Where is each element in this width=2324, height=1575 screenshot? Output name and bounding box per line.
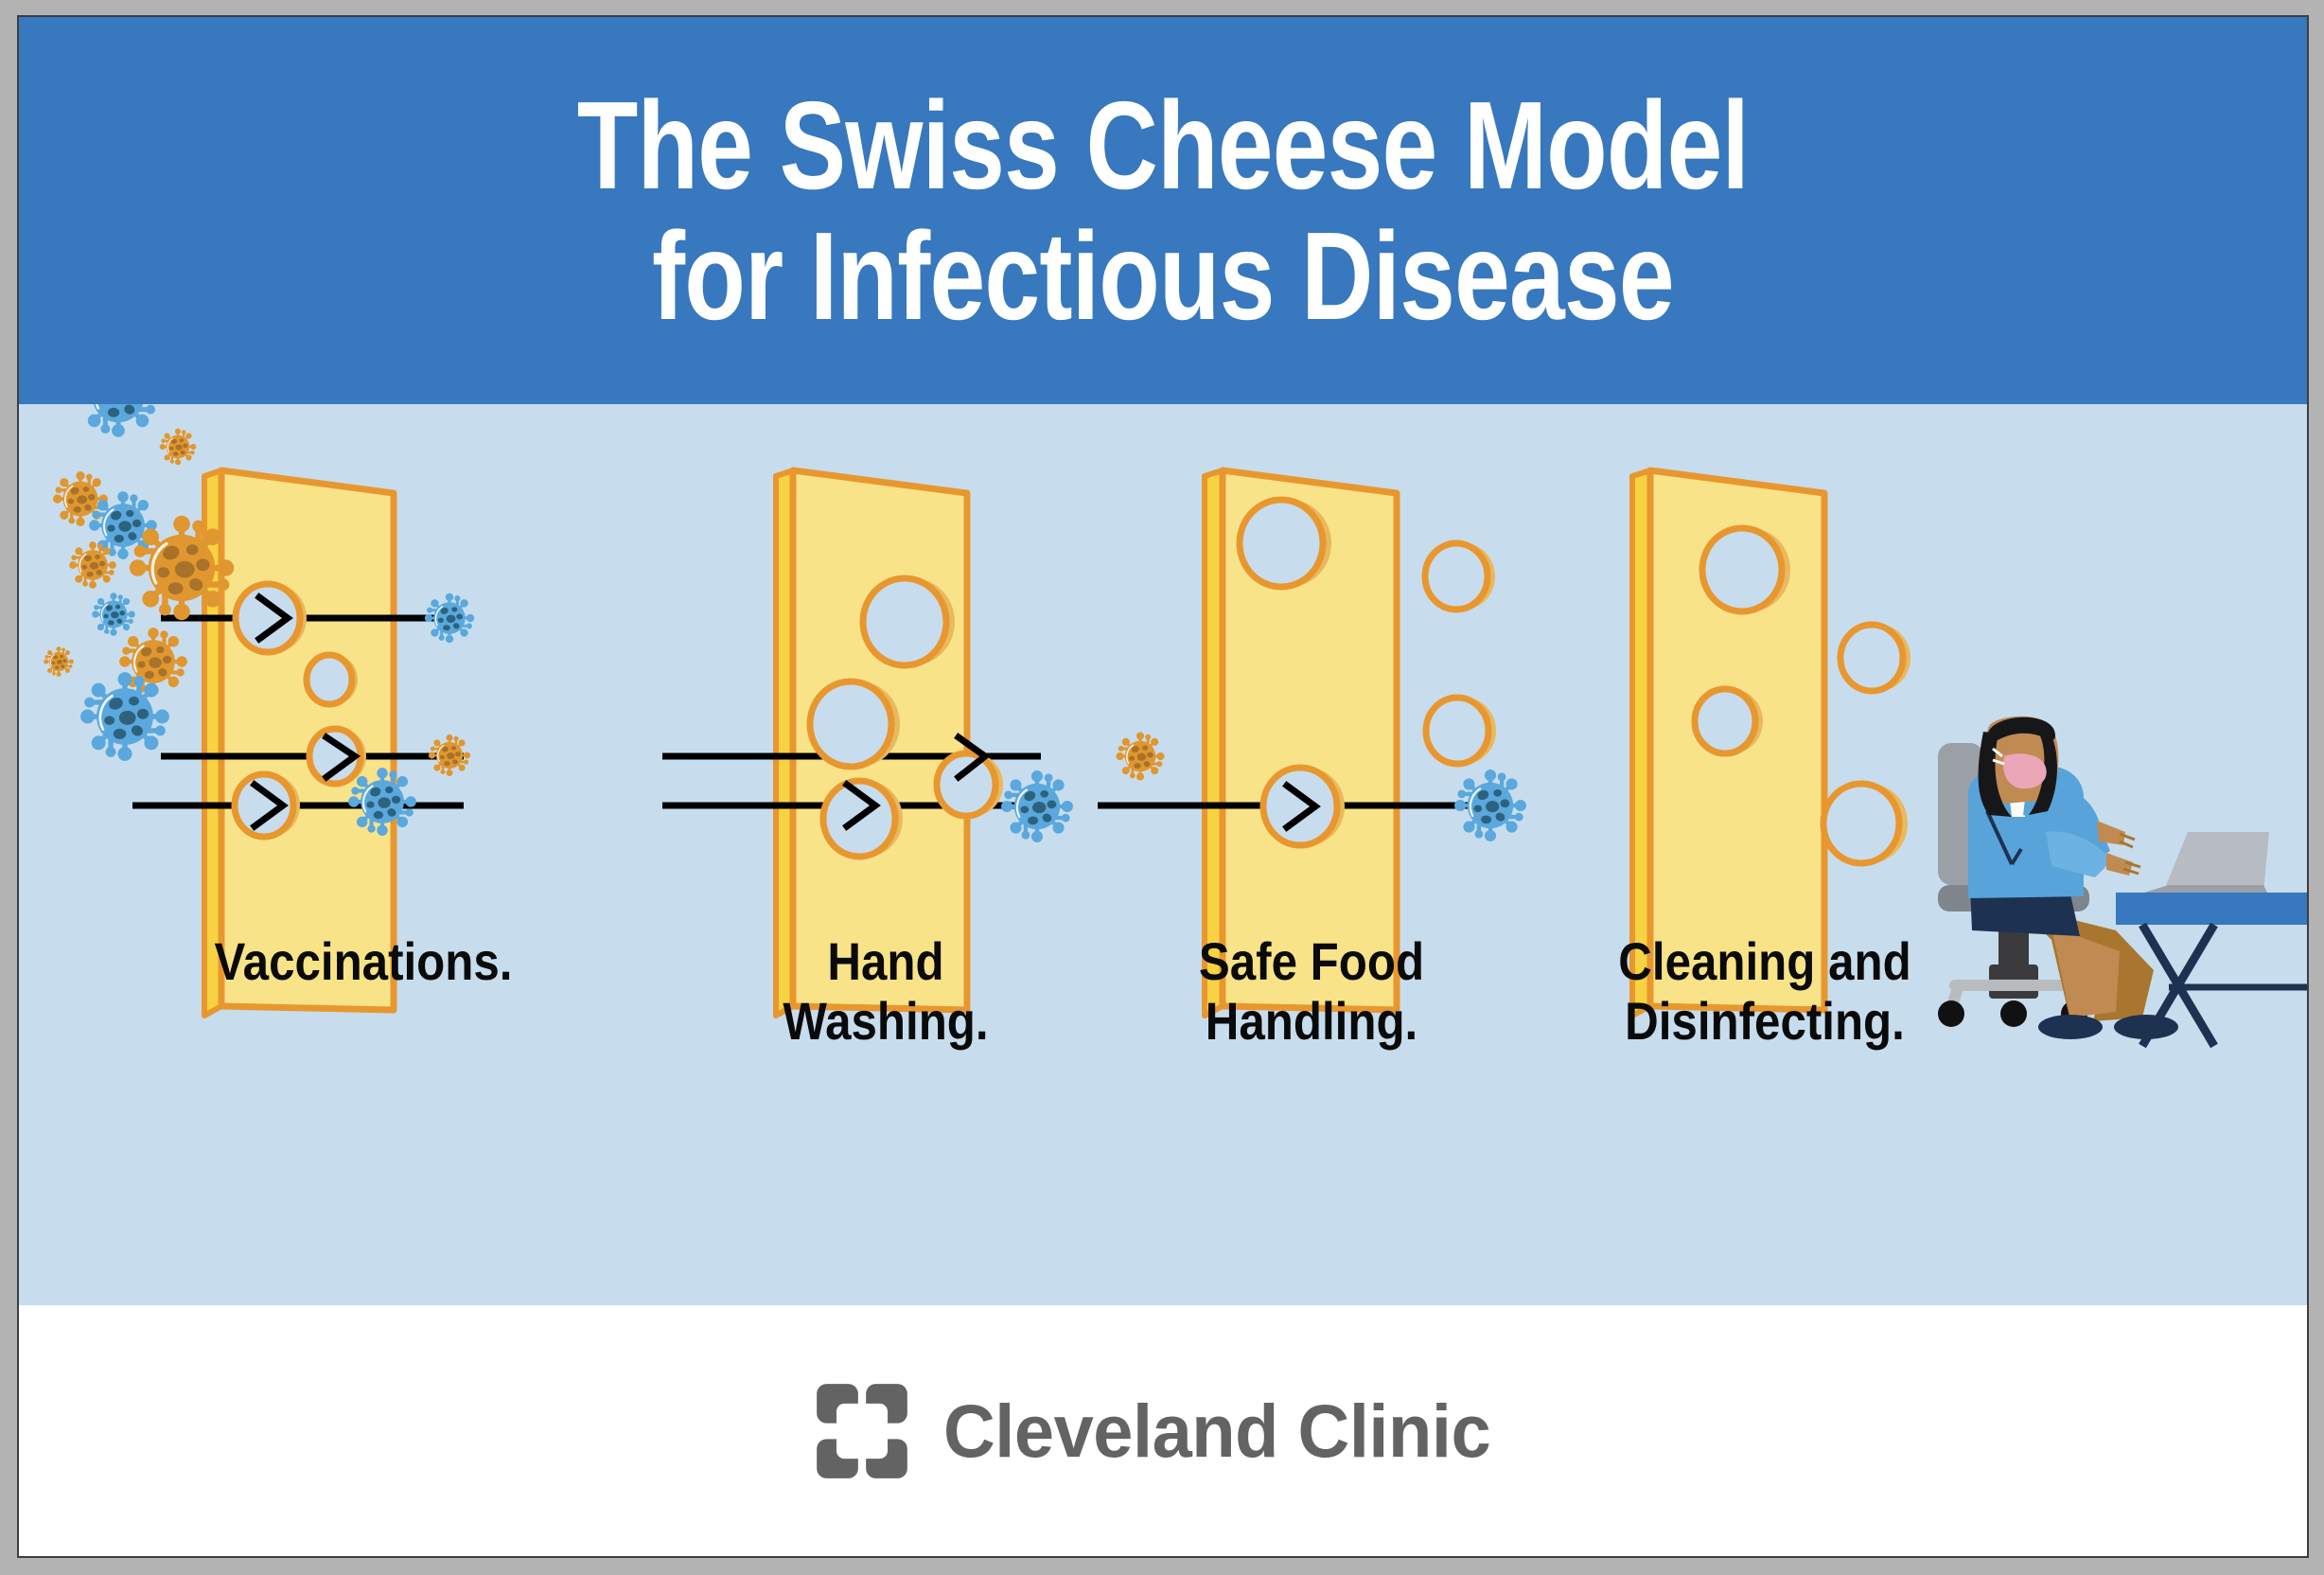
brand-lockup: Cleveland Clinic [813, 1382, 1513, 1480]
slab-label-1: Vaccinations. [214, 931, 513, 991]
swiss-cheese-diagram [43, 404, 2307, 1049]
page-title-line-2: for Infectious Disease [652, 205, 1675, 345]
infographic-card: The Swiss Cheese Model for Infectious Di… [17, 15, 2309, 1558]
pathogen-cluster-after-layer-3 [1452, 768, 1528, 843]
arrowhead-1a [255, 593, 293, 644]
slab-label-2: Hand Washing. [783, 931, 989, 1051]
slab-label-4: Cleaning and Disinfecting. [1618, 931, 1911, 1051]
arrowhead-3a [1282, 781, 1321, 832]
arrowhead-1b [322, 733, 361, 782]
cheese-holes-slab-3 [1236, 496, 1496, 849]
cheese-holes-slab-1 [231, 580, 366, 841]
diagram-panel: Vaccinations. Hand Washing. Safe Food Ha… [19, 404, 2307, 1305]
arrowhead-2b [842, 780, 881, 831]
header-banner: The Swiss Cheese Model for Infectious Di… [19, 17, 2307, 404]
page-title-line-1: The Swiss Cheese Model [576, 76, 1750, 216]
cheese-holes-slab-2 [806, 575, 1003, 860]
masked-worker-at-desk-illustration [1938, 716, 2307, 1049]
arrowhead-1c [250, 780, 289, 831]
pathogen-cluster-after-layer-2 [999, 731, 1166, 844]
arrowhead-2a [954, 733, 991, 782]
slab-label-3: Safe Food Handling. [1198, 931, 1425, 1051]
brand-name: Cleveland Clinic [942, 1388, 1491, 1473]
cheese-holes-slab-4 [1691, 524, 1910, 867]
cheese-slab-3 [1202, 467, 1400, 1018]
footer-bar: Cleveland Clinic [19, 1305, 2307, 1556]
cleveland-clinic-logo-icon [817, 1383, 907, 1478]
